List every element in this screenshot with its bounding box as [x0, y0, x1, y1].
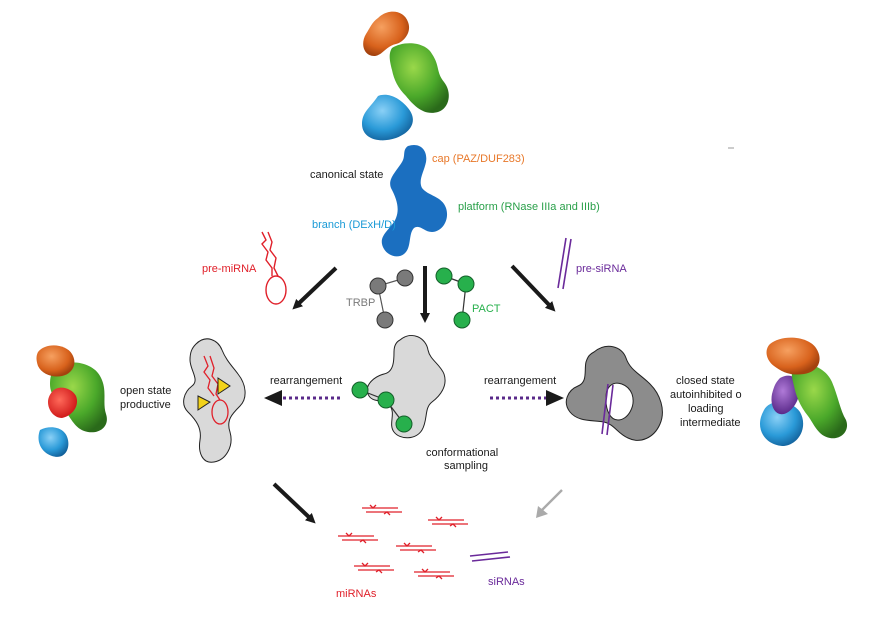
canonical-state-label: canonical state: [310, 169, 383, 181]
branch-label: branch (DExH/D): [312, 219, 396, 231]
productive-label: productive: [120, 399, 171, 411]
mirna-duplex-4: [396, 542, 436, 554]
dotted-arrow-left-head: [264, 390, 282, 406]
sirna-duplex-icon: [469, 551, 511, 562]
mirna-duplex-group: [338, 504, 468, 580]
pre-mirna-label: pre-miRNA: [202, 263, 257, 275]
dotted-arrow-right-head: [546, 390, 564, 406]
mirna-duplex-6: [414, 568, 454, 580]
cap-label: cap (PAZ/DUF283): [432, 153, 525, 165]
top-cryoem-model: [362, 11, 449, 141]
arrow-to-sirnas-head: [536, 506, 548, 518]
pre-mirna-hairpin-icon: [261, 231, 287, 305]
closed-state-label: closed state: [676, 375, 735, 387]
sirnas-label: siRNAs: [488, 576, 525, 588]
mirna-duplex-1: [362, 504, 402, 516]
mirna-duplex-2: [428, 516, 468, 528]
right-cryoem-model: [760, 337, 848, 446]
mirna-duplex-5: [354, 562, 394, 574]
pact-label: PACT: [472, 303, 501, 315]
pact-icon: [435, 267, 475, 329]
closed-state-sirna-icon: [601, 383, 614, 436]
trbp-label: TRBP: [346, 297, 375, 309]
autoinhibited-label: autoinhibited o: [670, 389, 742, 401]
canonical-dicer-shape: [381, 144, 448, 257]
platform-label: platform (RNase IIIa and IIIb): [458, 201, 600, 213]
open-state-mirna-icon: [203, 355, 229, 425]
mirna-duplex-3: [338, 532, 378, 544]
closed-state-dicer-shape: [565, 345, 663, 441]
arrow-to-mirnas: [272, 482, 316, 524]
left-cryoem-model: [36, 345, 107, 457]
rearrangement-right-label: rearrangement: [484, 375, 556, 387]
open-state-dicer-shape: [183, 338, 246, 463]
yellow-triangle-icon-upper: [217, 377, 231, 395]
arrow-to-sirnas: [539, 489, 563, 513]
intermediate-label: intermediate: [680, 417, 741, 429]
mirnas-label: miRNAs: [336, 588, 377, 600]
arrow-to-open: [292, 266, 338, 310]
arrow-to-closed: [510, 264, 556, 312]
conformational-label: conformational: [426, 447, 498, 459]
trbp-icon: [369, 269, 414, 329]
center-dicer-shape: [366, 335, 446, 439]
pre-sirna-icon: [557, 237, 572, 290]
open-state-label: open state: [120, 385, 171, 397]
center-pact-icon: [351, 381, 413, 433]
rearrangement-left-label: rearrangement: [270, 375, 342, 387]
pre-sirna-label: pre-siRNA: [576, 263, 627, 275]
yellow-triangle-icon-lower: [197, 395, 211, 411]
loading-label: loading: [688, 403, 723, 415]
sampling-label: sampling: [444, 460, 488, 472]
